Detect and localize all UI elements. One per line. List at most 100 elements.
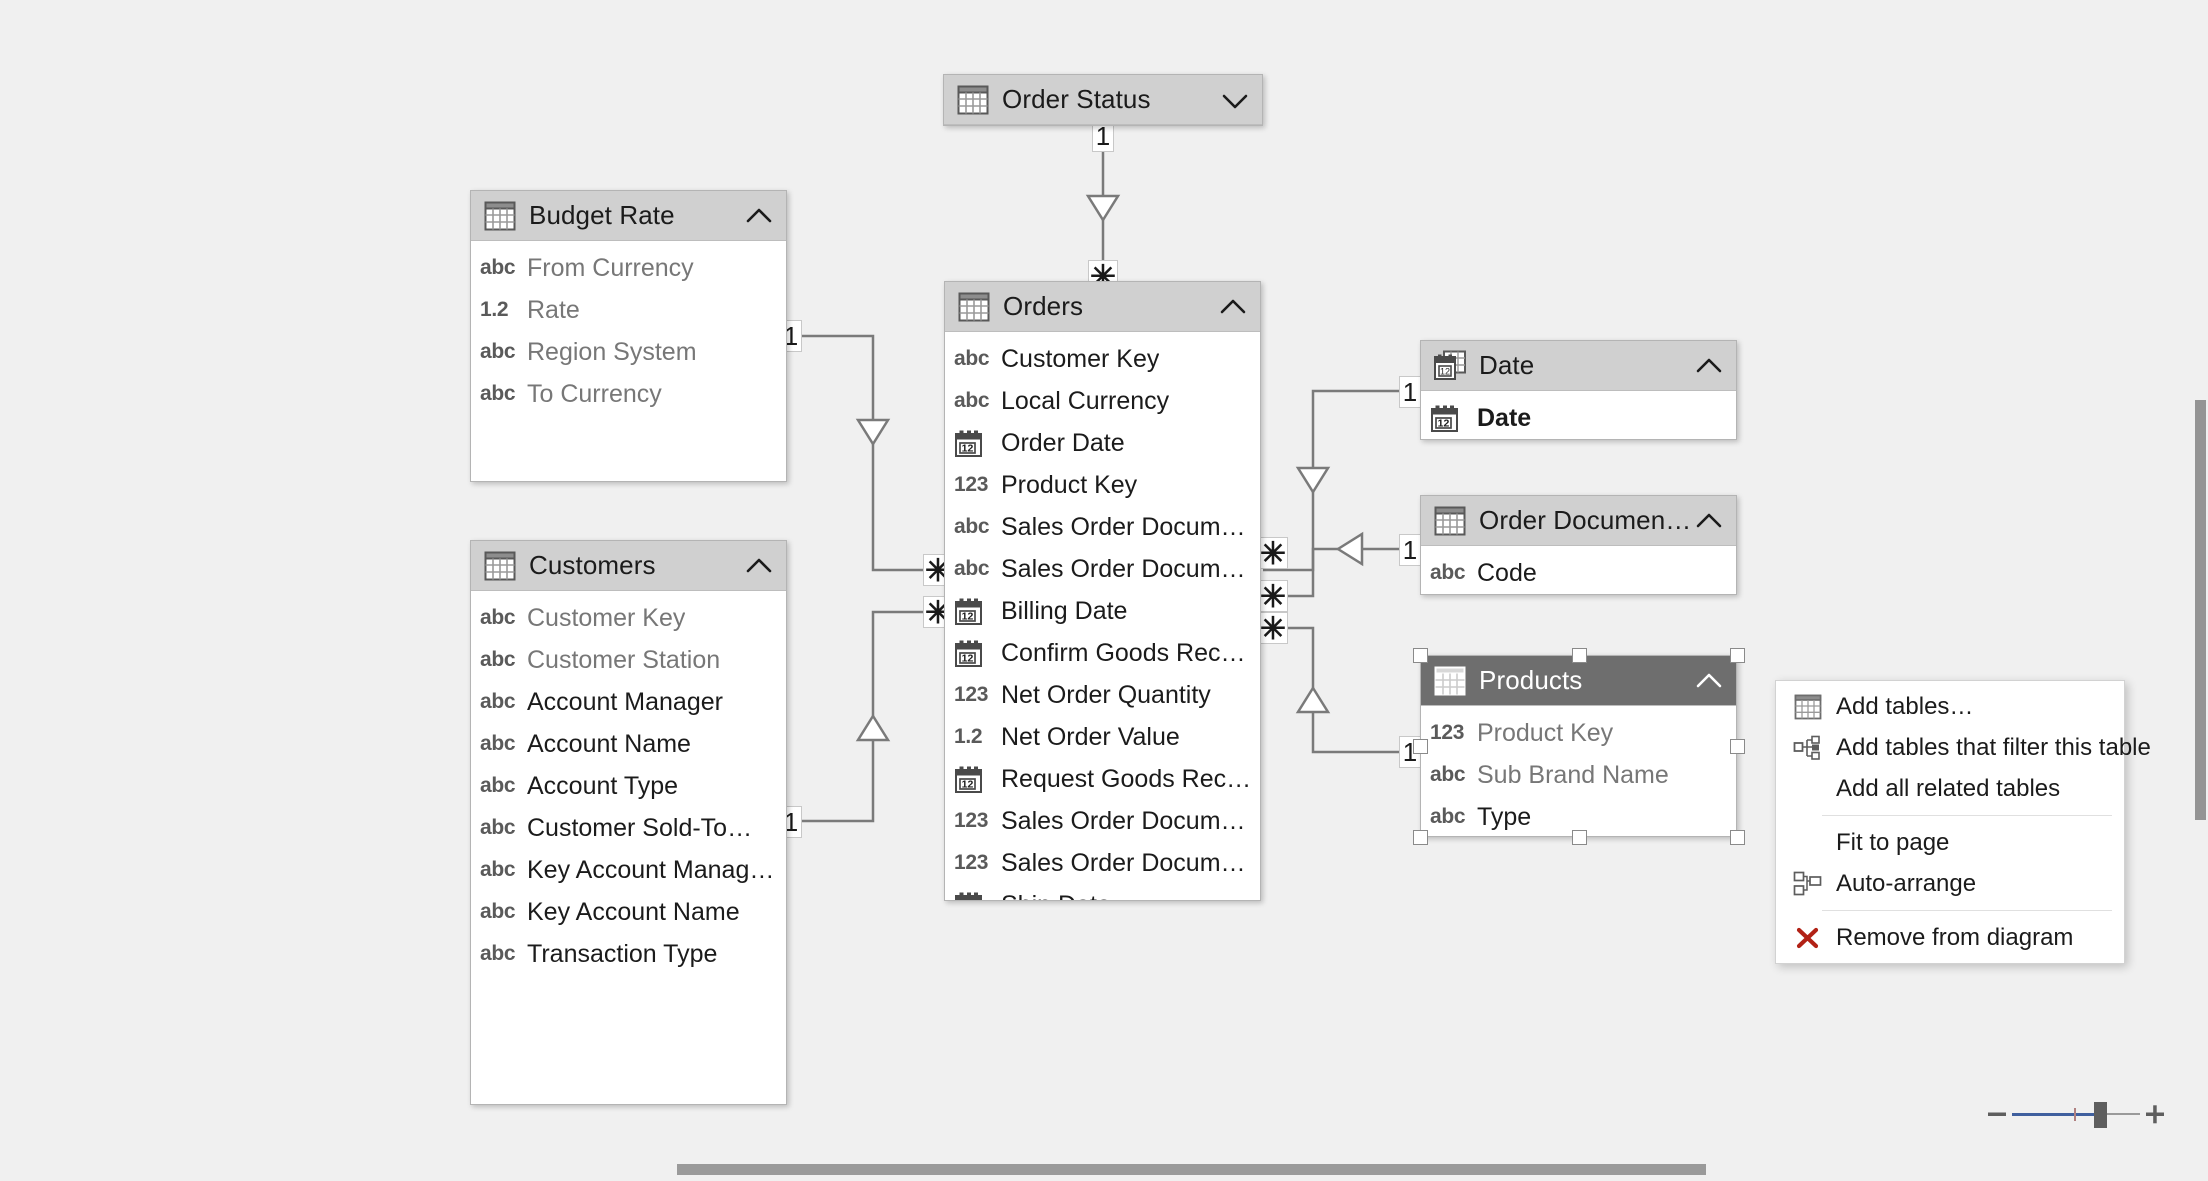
relationship-line-products-orders: [1263, 626, 1399, 754]
field-label: Customer Station: [527, 645, 721, 674]
table-card-order-status[interactable]: Order Status: [943, 74, 1263, 126]
table-icon: [958, 292, 990, 321]
table-title-products: Products: [1479, 665, 1583, 695]
table-header-products[interactable]: Products: [1421, 656, 1736, 706]
field-row[interactable]: 123 Sales Order Docum…: [945, 842, 1260, 884]
selection-handle[interactable]: [1413, 648, 1428, 663]
field-row[interactable]: abc Customer Sold-To…: [471, 807, 786, 849]
field-label: Billing Date: [1001, 596, 1128, 625]
field-label: Region System: [527, 337, 697, 366]
zoom-slider-track[interactable]: [2012, 1099, 2140, 1129]
context-menu[interactable]: Add tables… Add tables that filter this …: [1775, 680, 2151, 964]
plus-icon: [2146, 1105, 2164, 1124]
field-row[interactable]: 12 Billing Date: [945, 590, 1260, 632]
horizontal-scrollbar-thumb[interactable]: [677, 1164, 1706, 1175]
zoom-slider-thumb[interactable]: [2094, 1102, 2107, 1128]
field-row[interactable]: abc Customer Station: [471, 639, 786, 681]
field-row[interactable]: abc To Currency: [471, 373, 786, 415]
table-header-order-document[interactable]: Order Documen…: [1421, 496, 1736, 546]
calendar-field-icon: 12: [955, 430, 982, 457]
field-row[interactable]: 1.2 Net Order Value: [945, 716, 1260, 758]
field-row[interactable]: 12 Date: [1421, 397, 1736, 439]
field-row[interactable]: 123 Net Order Quantity: [945, 674, 1260, 716]
table-header-date[interactable]: 12 Date: [1421, 341, 1736, 391]
field-row[interactable]: 12 Order Date: [945, 422, 1260, 464]
selection-handle[interactable]: [1730, 830, 1745, 845]
field-row[interactable]: 12 Confirm Goods Rec…: [945, 632, 1260, 674]
field-type-whole-number: 123: [954, 851, 989, 874]
field-row[interactable]: 1.2 Rate: [471, 289, 786, 331]
field-row[interactable]: abc Type: [1421, 796, 1736, 836]
field-row[interactable]: abc Customer Key: [945, 338, 1260, 380]
field-type-text: abc: [954, 389, 990, 412]
field-row[interactable]: abc From Currency: [471, 247, 786, 289]
menu-item-add-filter-tables[interactable]: Add tables that filter this table: [1776, 727, 2151, 768]
field-row[interactable]: abc Sales Order Docum…: [945, 548, 1260, 590]
field-row[interactable]: 12 Ship Date: [945, 884, 1260, 900]
field-row[interactable]: abc Customer Key: [471, 597, 786, 639]
menu-item-add-tables[interactable]: Add tables…: [1776, 686, 2124, 727]
field-row[interactable]: 123 Product Key: [945, 464, 1260, 506]
chevron-down-icon[interactable]: [1218, 83, 1252, 117]
vertical-scrollbar-thumb[interactable]: [2195, 400, 2206, 820]
field-type-text: abc: [1430, 561, 1466, 584]
field-row[interactable]: abc Key Account Name: [471, 891, 786, 933]
field-label: Order Date: [1001, 428, 1125, 457]
table-header-order-status[interactable]: Order Status: [944, 75, 1262, 125]
filter-graph-icon: [1786, 733, 1830, 763]
menu-item-label: Add tables…: [1836, 692, 1974, 720]
chevron-up-icon[interactable]: [1692, 349, 1726, 383]
selection-handle[interactable]: [1730, 648, 1745, 663]
field-row[interactable]: abc Account Manager: [471, 681, 786, 723]
selection-handle[interactable]: [1571, 830, 1587, 845]
chevron-up-icon[interactable]: [1692, 504, 1726, 538]
field-row[interactable]: abc Region System: [471, 331, 786, 373]
zoom-out-button[interactable]: [1982, 1099, 2012, 1129]
selection-handle[interactable]: [1571, 648, 1587, 663]
field-label: Account Manager: [527, 687, 723, 716]
table-card-products[interactable]: Products 123 Product Key abc Sub Brand N…: [1420, 655, 1737, 837]
chevron-up-icon[interactable]: [1692, 664, 1726, 698]
field-row[interactable]: abc Local Currency: [945, 380, 1260, 422]
table-fields-order-document: abc Code: [1421, 546, 1736, 594]
zoom-control[interactable]: [1982, 1099, 2170, 1129]
selection-handle[interactable]: [1413, 830, 1428, 845]
field-type-text: abc: [480, 858, 516, 881]
chevron-up-icon[interactable]: [742, 549, 776, 583]
field-label: Product Key: [1477, 718, 1614, 747]
field-type-text: abc: [480, 774, 516, 797]
table-header-customers[interactable]: Customers: [471, 541, 786, 591]
table-card-customers[interactable]: Customers abc Customer Key abc Customer …: [470, 540, 787, 1105]
field-row[interactable]: abc Sub Brand Name: [1421, 754, 1736, 796]
chevron-up-icon[interactable]: [1216, 290, 1250, 324]
table-card-orders[interactable]: Orders abc Customer Key abc Local Curren…: [944, 281, 1261, 901]
field-row[interactable]: abc Key Account Manag…: [471, 849, 786, 891]
menu-item-auto-arrange[interactable]: Auto-arrange: [1776, 863, 2124, 904]
field-type-whole-number: 123: [1430, 721, 1465, 744]
field-row[interactable]: 123 Product Key: [1421, 712, 1736, 754]
table-card-budget-rate[interactable]: Budget Rate abc From Currency 1.2 Rate a…: [470, 190, 787, 482]
table-card-order-document[interactable]: Order Documen… abc Code: [1420, 495, 1737, 595]
field-row[interactable]: 123 Sales Order Docum…: [945, 800, 1260, 842]
field-row[interactable]: abc Transaction Type: [471, 933, 786, 975]
selection-handle[interactable]: [1413, 739, 1428, 754]
chevron-up-icon[interactable]: [742, 199, 776, 233]
field-label: Sales Order Docum…: [1001, 554, 1246, 583]
field-row[interactable]: abc Account Name: [471, 723, 786, 765]
field-type-text: abc: [480, 816, 516, 839]
selection-handle[interactable]: [1730, 739, 1745, 754]
field-row[interactable]: abc Code: [1421, 552, 1736, 594]
menu-item-remove-diagram[interactable]: Remove from diagram: [1776, 917, 2124, 958]
table-card-date[interactable]: 12 Date 12 Date: [1420, 340, 1737, 440]
table-header-budget-rate[interactable]: Budget Rate: [471, 191, 786, 241]
field-row[interactable]: abc Sales Order Docum…: [945, 506, 1260, 548]
field-row[interactable]: abc Account Type: [471, 765, 786, 807]
zoom-in-button[interactable]: [2140, 1099, 2170, 1129]
field-row[interactable]: 12 Request Goods Rec…: [945, 758, 1260, 800]
calendar-field-icon: 12: [1431, 405, 1458, 432]
calendar-field-icon: 12: [955, 892, 982, 900]
menu-item-add-related[interactable]: Add all related tables: [1776, 768, 2124, 809]
menu-item-fit-to-page[interactable]: Fit to page: [1776, 822, 2124, 863]
table-header-orders[interactable]: Orders: [945, 282, 1260, 332]
